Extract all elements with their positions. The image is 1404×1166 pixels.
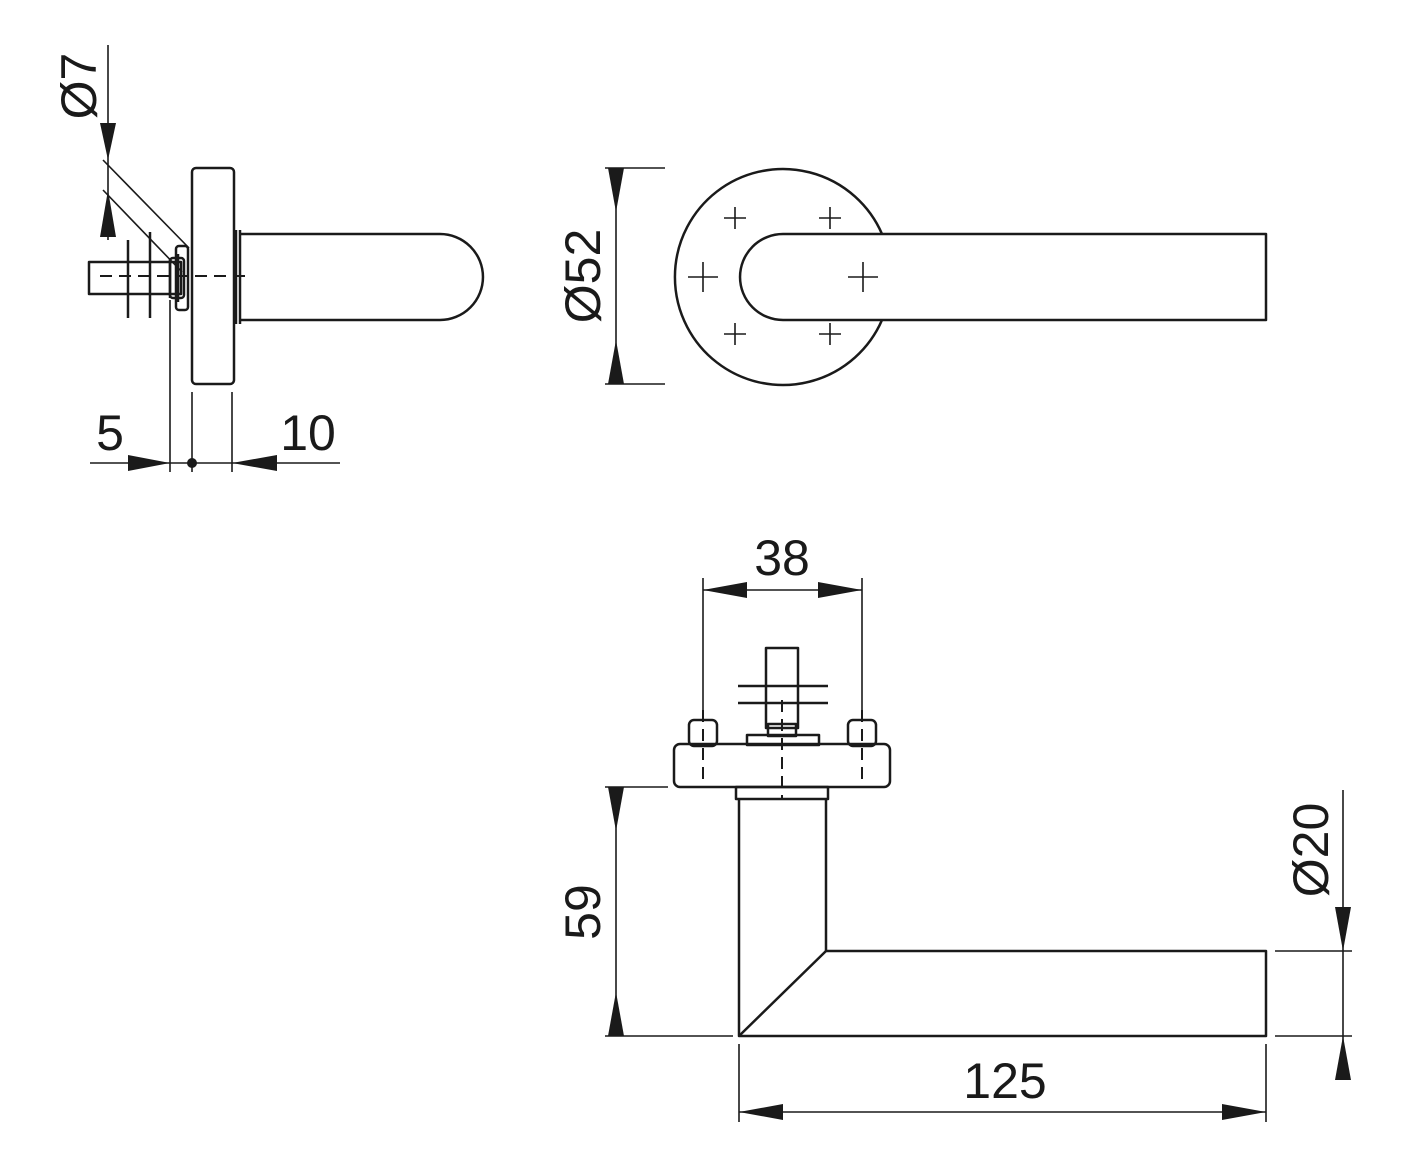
front-rose: [673, 167, 884, 387]
side-view: Ø7 5 10: [51, 45, 485, 472]
dim-rose-thickness: 10: [280, 405, 336, 461]
side-spindle: [87, 260, 183, 296]
dim-rose-diameter: Ø52: [555, 229, 611, 324]
dim-grip-diameter: Ø20: [1283, 803, 1339, 898]
front-screw-marks: [688, 207, 878, 345]
front-lever: [738, 232, 1268, 322]
dim-lever-length: 125: [963, 1053, 1046, 1109]
dim-rod-diameter: Ø7: [51, 53, 107, 120]
side-lever-grip: [240, 232, 485, 322]
dim-rose-width: 38: [754, 530, 810, 586]
top-view: 38 59 Ø20 125: [555, 530, 1352, 1122]
top-lever: [737, 799, 1268, 1038]
front-view: Ø52: [555, 167, 1268, 387]
dim-lever-height: 59: [555, 884, 611, 940]
dim-rose-offset: 5: [96, 405, 124, 461]
